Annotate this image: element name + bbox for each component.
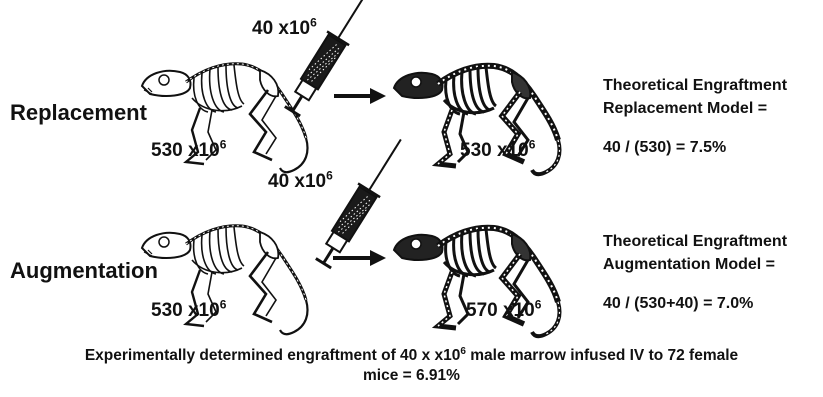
row-title-replacement: Replacement [10, 100, 147, 126]
caption-line2: mice = 6.91% [0, 366, 823, 386]
model-line2: Augmentation Model = [603, 253, 787, 276]
after-cell-count: 570 x106 [466, 300, 541, 322]
after-cell-count: 530 x106 [460, 140, 535, 162]
experimental-result-caption: Experimentally determined engraftment of… [0, 346, 823, 386]
arrow-right-icon [333, 250, 386, 266]
caption-line1: Experimentally determined engraftment of… [0, 346, 823, 366]
model-line2: Replacement Model = [603, 97, 787, 120]
arrow-right-icon [334, 88, 386, 104]
theoretical-engraftment-augmentation: Theoretical Engraftment Augmentation Mod… [603, 230, 787, 315]
row-title-augmentation: Augmentation [10, 258, 158, 284]
before-cell-count: 530 x106 [151, 140, 226, 162]
dose-label: 40 x106 [268, 171, 333, 193]
before-cell-count: 530 x106 [151, 300, 226, 322]
model-line1: Theoretical Engraftment [603, 74, 787, 97]
dose-label: 40 x106 [252, 18, 317, 40]
model-formula: 40 / (530) = 7.5% [603, 136, 787, 159]
model-line1: Theoretical Engraftment [603, 230, 787, 253]
model-formula: 40 / (530+40) = 7.0% [603, 292, 787, 315]
theoretical-engraftment-replacement: Theoretical Engraftment Replacement Mode… [603, 74, 787, 159]
